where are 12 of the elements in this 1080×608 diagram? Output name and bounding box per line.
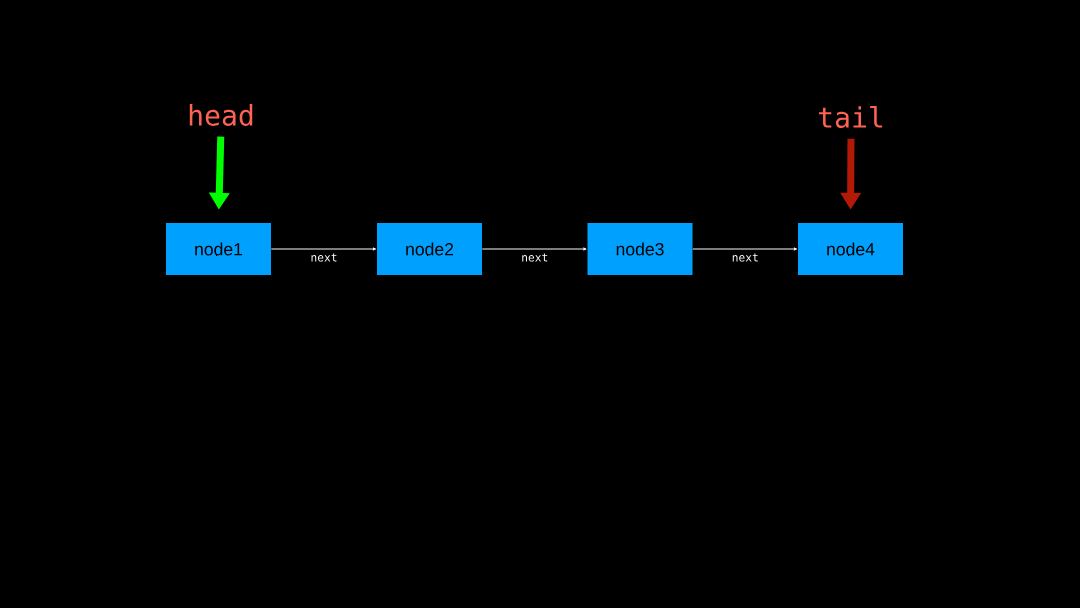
edge-label: next	[519, 252, 550, 263]
edge-label: next	[730, 252, 761, 263]
edge-label: next	[309, 252, 339, 263]
node-box: node2	[377, 223, 482, 275]
node-box: node1	[166, 223, 271, 275]
node-box: node3	[587, 223, 693, 275]
pointer-label: head	[189, 104, 253, 126]
arrow	[481, 247, 587, 251]
node-box: node4	[798, 223, 903, 275]
pointer-label: tail	[818, 106, 883, 128]
arrow	[692, 247, 798, 251]
arrow	[270, 247, 377, 251]
